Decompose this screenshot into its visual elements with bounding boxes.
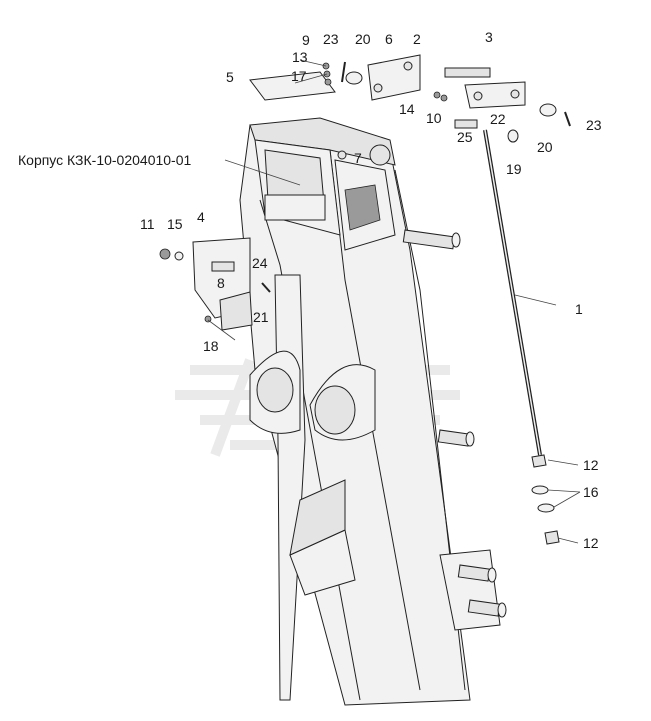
callout-19: 19 xyxy=(506,161,522,177)
callout-22: 22 xyxy=(490,111,506,127)
callout-3: 3 xyxy=(485,29,493,45)
washer-20-right xyxy=(539,103,557,117)
callout-11: 11 xyxy=(140,216,155,232)
leader-lines xyxy=(207,59,581,544)
callout-4: 4 xyxy=(197,209,205,225)
callout-8: 8 xyxy=(217,275,225,291)
washer-20-top xyxy=(345,71,363,85)
rod-part-1 xyxy=(483,129,542,456)
callout-13: 13 xyxy=(292,49,308,65)
bracket-2 xyxy=(367,54,421,101)
callout-20-top: 20 xyxy=(355,31,371,47)
callout-24: 24 xyxy=(252,255,268,271)
callout-12-upper: 12 xyxy=(583,457,599,473)
callout-2: 2 xyxy=(413,31,421,47)
callout-10: 10 xyxy=(426,110,442,126)
right-axles xyxy=(402,229,507,631)
callout-16: 16 xyxy=(583,484,599,500)
callout-14: 14 xyxy=(399,101,415,117)
callout-21: 21 xyxy=(253,309,269,325)
top-parts xyxy=(249,54,571,160)
bracket-3 xyxy=(464,81,526,109)
callout-7: 7 xyxy=(354,150,362,166)
callout-5: 5 xyxy=(226,69,234,85)
callout-20-right: 20 xyxy=(537,139,553,155)
callout-17: 17 xyxy=(291,68,307,84)
callout-18: 18 xyxy=(203,338,219,354)
side-plate xyxy=(249,274,376,701)
callout-25: 25 xyxy=(457,129,473,145)
callout-23-right: 23 xyxy=(586,117,602,133)
callout-23-top: 23 xyxy=(323,31,339,47)
callout-12-lower: 12 xyxy=(583,535,599,551)
cover-plate-5 xyxy=(249,71,336,101)
lower-bracket xyxy=(289,479,356,596)
callout-labels: 1 2 3 4 5 6 7 8 9 10 11 12 12 13 14 15 1… xyxy=(140,29,602,551)
assembly-label: Корпус КЗК-10-0204010-01 xyxy=(18,152,191,168)
callout-9: 9 xyxy=(302,32,310,48)
callout-15: 15 xyxy=(167,216,183,232)
callout-6: 6 xyxy=(385,31,393,47)
callout-1: 1 xyxy=(575,301,583,317)
rod-fasteners xyxy=(531,454,560,545)
bracket-4 xyxy=(159,237,271,331)
